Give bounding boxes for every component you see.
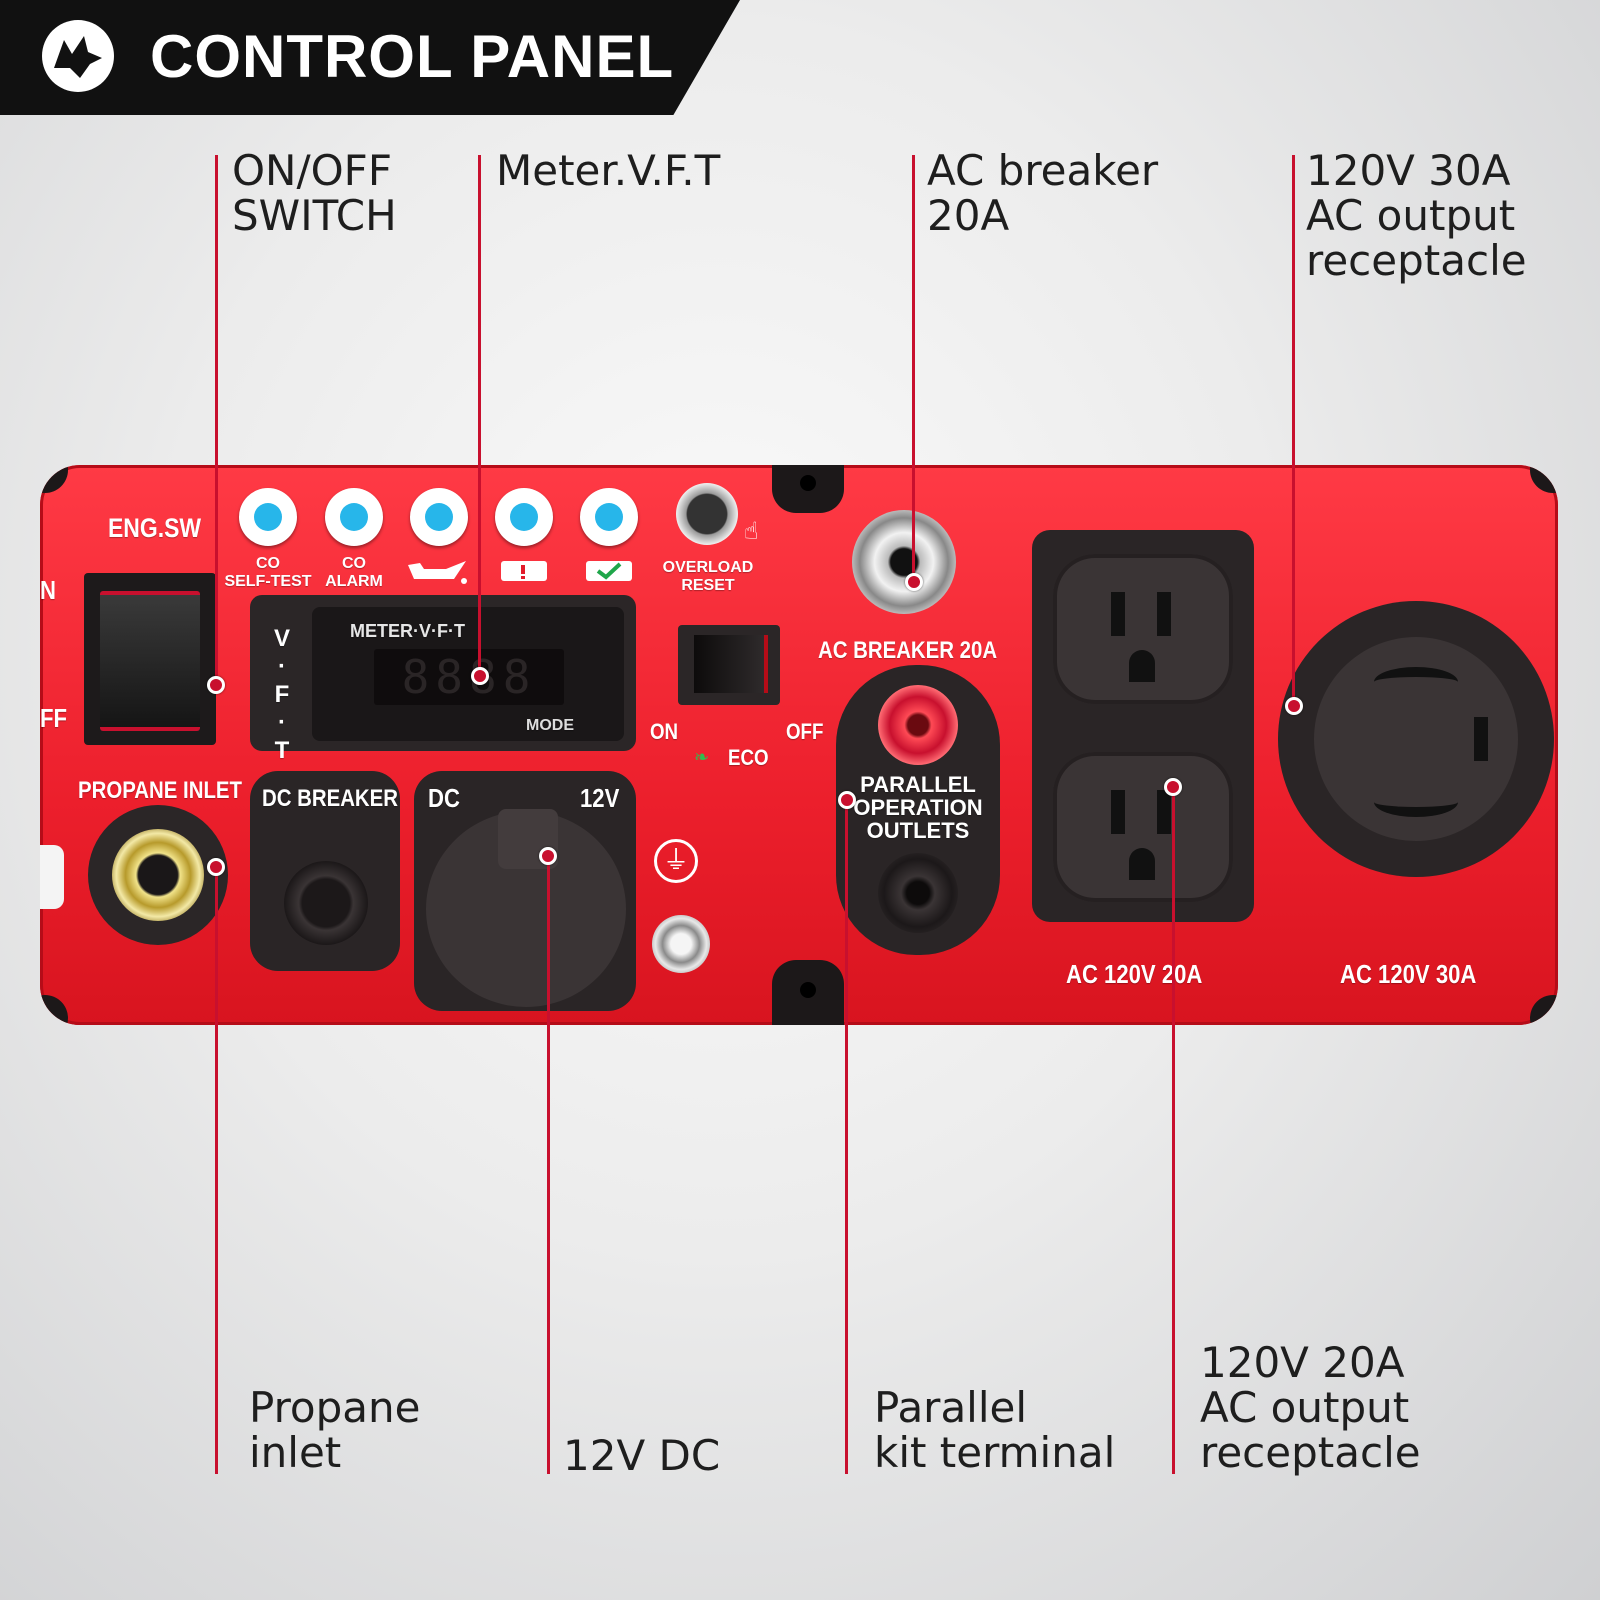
dc-voltage-label: 12V xyxy=(580,783,620,813)
marker-on-off xyxy=(207,676,225,694)
marker-ac-breaker xyxy=(905,573,923,591)
ac-30a-receptacle[interactable] xyxy=(1278,601,1554,877)
oil-led xyxy=(410,488,468,546)
callout-meter-vft: Meter.V.F.T xyxy=(496,146,721,195)
dc-breaker-label: DC BREAKER xyxy=(262,785,399,812)
ac-30a-label: AC 120V 30A xyxy=(1340,959,1477,989)
eco-on-label: ON xyxy=(650,719,679,744)
meter-digits: 8888 xyxy=(374,649,564,705)
ac-breaker-button[interactable] xyxy=(852,510,956,614)
leader-parallel xyxy=(845,800,848,1474)
marker-ac-20a xyxy=(1164,778,1182,796)
eco-switch[interactable] xyxy=(678,625,780,705)
ac-20a-outlet-bottom[interactable] xyxy=(1053,752,1233,902)
leader-12v-dc xyxy=(547,856,550,1474)
parallel-terminal-black[interactable] xyxy=(878,853,958,933)
leaf-icon: ❧ xyxy=(694,747,710,768)
control-panel: ENG.SW N FF CO SELF-TEST CO ALARM ☝ OVER… xyxy=(40,465,1558,1025)
co-alarm-label: CO ALARM xyxy=(325,555,383,590)
meter-mode-button[interactable]: MODE xyxy=(526,717,574,734)
mount-tab-top xyxy=(772,465,844,513)
wolf-head-icon xyxy=(40,18,116,94)
dc-12v-socket[interactable] xyxy=(426,809,626,1007)
oil-can-icon xyxy=(406,557,472,589)
marker-parallel xyxy=(838,791,856,809)
overload-reset-button[interactable] xyxy=(676,483,738,545)
press-hand-icon: ☝ xyxy=(744,517,759,545)
co-self-test-label: CO SELF-TEST xyxy=(224,555,312,590)
ac-20a-duplex-housing xyxy=(1032,530,1254,922)
meter-display: METER·V·F·T 8888 MODE xyxy=(312,607,624,741)
dc-outlet-housing: DC 12V xyxy=(414,771,636,1011)
callout-propane-inlet: Propane inlet xyxy=(249,1383,421,1477)
corner-screw xyxy=(40,995,68,1025)
callout-parallel-kit: Parallel kit terminal xyxy=(874,1383,1116,1477)
callout-ac-breaker: AC breaker 20A xyxy=(927,146,1159,240)
engine-ok-led xyxy=(580,488,638,546)
overload-reset-label: OVERLOAD RESET xyxy=(662,559,754,594)
eco-off-label: OFF xyxy=(786,719,824,744)
co-self-test-led xyxy=(239,488,297,546)
propane-inlet-label: PROPANE INLET xyxy=(78,777,242,804)
corner-screw xyxy=(40,465,68,493)
leader-ac-30a xyxy=(1292,155,1295,705)
callout-on-off-switch: ON/OFF SWITCH xyxy=(232,146,397,240)
engine-warning-icon xyxy=(495,557,553,589)
parallel-outlets-label: PARALLEL OPERATION OUTLETS xyxy=(853,772,983,843)
dc-breaker-button[interactable] xyxy=(284,861,368,945)
leader-ac-breaker xyxy=(912,155,915,580)
page-title: CONTROL PANEL xyxy=(150,23,675,90)
corner-screw xyxy=(1530,465,1558,493)
eng-sw-label: ENG.SW xyxy=(108,513,202,543)
vft-vertical-label: V·F·T xyxy=(273,625,290,764)
meter-title: METER·V·F·T xyxy=(350,621,465,641)
propane-inlet-port[interactable] xyxy=(88,805,228,945)
engine-warning-led xyxy=(495,488,553,546)
leader-propane xyxy=(215,866,218,1474)
dc-label: DC xyxy=(428,783,460,813)
parallel-outlets-housing: PARALLEL OPERATION OUTLETS xyxy=(836,665,1000,955)
switch-on-label: N xyxy=(40,575,56,605)
ground-terminal[interactable] xyxy=(652,915,710,973)
ac-breaker-label: AC BREAKER 20A xyxy=(818,637,998,664)
meter-housing: V·F·T METER·V·F·T 8888 MODE xyxy=(250,595,636,764)
mount-tab-bottom xyxy=(772,960,844,1025)
marker-propane xyxy=(207,858,225,876)
switch-off-label: FF xyxy=(40,703,68,733)
marker-12v-dc xyxy=(539,847,557,865)
callout-12v-dc: 12V DC xyxy=(563,1431,721,1480)
leader-meter xyxy=(478,155,481,675)
ground-icon: ⏚ xyxy=(654,839,698,883)
engine-rocker-switch[interactable] xyxy=(84,573,216,745)
header-bar xyxy=(0,0,740,115)
propane-tank-icon xyxy=(40,845,64,909)
dc-breaker-housing: DC BREAKER xyxy=(250,771,400,971)
parallel-terminal-red[interactable] xyxy=(878,685,958,765)
corner-screw xyxy=(1530,995,1558,1025)
ac-20a-label: AC 120V 20A xyxy=(1066,959,1203,989)
marker-meter xyxy=(471,667,489,685)
eco-label: ECO xyxy=(728,745,769,770)
co-alarm-led xyxy=(325,488,383,546)
engine-ok-icon xyxy=(580,557,638,589)
leader-ac-20a xyxy=(1172,787,1175,1474)
callout-ac-30a: 120V 30A AC output receptacle xyxy=(1306,146,1527,285)
ac-20a-outlet-top[interactable] xyxy=(1053,554,1233,704)
marker-ac-30a xyxy=(1285,697,1303,715)
callout-ac-20a: 120V 20A AC output receptacle xyxy=(1200,1338,1421,1477)
leader-on-off xyxy=(215,155,218,685)
